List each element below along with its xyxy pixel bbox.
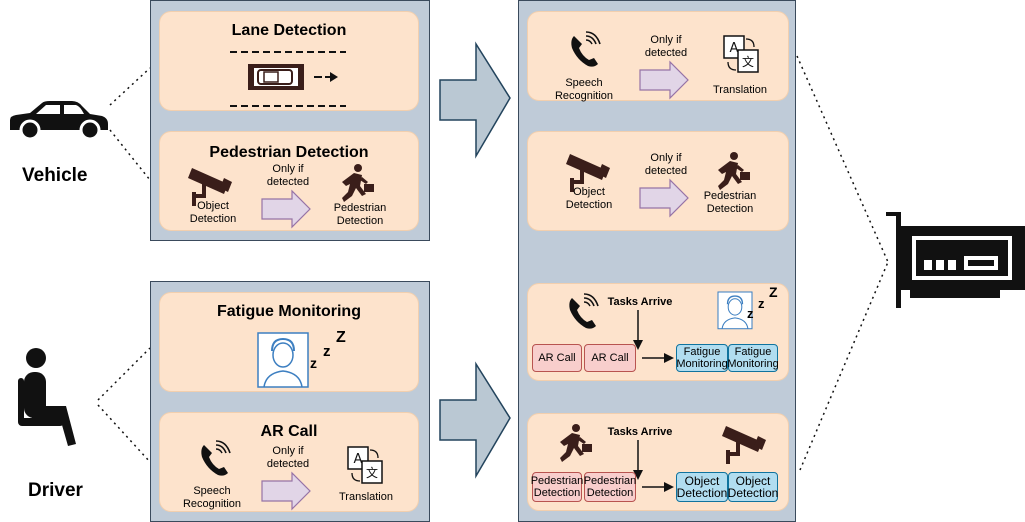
arrival-arrow-icon — [633, 440, 643, 480]
zzz-small: z — [310, 355, 317, 371]
speech-translation-card: Speech Recognition Only if detected Tran… — [527, 11, 789, 102]
only-if-detected-label: Only if detected — [266, 445, 310, 470]
zzz-large: Z — [336, 329, 346, 346]
vehicle-label: Vehicle — [22, 165, 88, 186]
object-detection-label: Object Detection — [189, 200, 237, 225]
running-task-blue: Object Detection — [676, 472, 728, 502]
fatigue-monitoring-title: Fatigue Monitoring — [217, 303, 361, 320]
right-arrow-icon — [642, 482, 674, 492]
only-if-detected-label: Only if detected — [644, 34, 688, 59]
phone-ringing-icon — [200, 440, 231, 477]
translate-icon — [723, 35, 759, 73]
only-if-detected-label: Only if detected — [644, 152, 688, 177]
big-chevron-arrow-icon — [439, 361, 511, 479]
queued-task-red: AR Call — [532, 344, 582, 372]
road-car-icon — [230, 51, 346, 107]
driver-tasks-panel: Fatigue Monitoring z z Z AR Call Speech … — [150, 281, 430, 522]
only-if-detected-label: Only if detected — [266, 163, 310, 188]
purple-arrow-icon — [261, 190, 311, 228]
purple-arrow-icon — [639, 61, 689, 99]
driver-seated-icon — [18, 348, 76, 446]
big-chevron-arrow-icon — [439, 41, 511, 159]
running-pedestrian-icon — [560, 424, 592, 462]
purple-arrow-icon — [261, 472, 311, 510]
speech-recognition-label: Speech Recognition — [182, 485, 242, 510]
fatigue-queue-card: Tasks Arrive AR Call AR Call Fatigue Mon… — [527, 283, 789, 381]
running-task-blue: Fatigue Monitoring — [676, 344, 728, 372]
lane-detection-card: Lane Detection — [159, 11, 419, 111]
running-task-blue: Fatigue Monitoring — [727, 344, 779, 372]
face-portrait-icon — [257, 332, 309, 388]
translate-icon — [347, 446, 383, 484]
phone-ringing-icon — [568, 293, 599, 330]
queued-task-red: Pedestrian Detection — [584, 472, 636, 502]
translation-label: Translation — [712, 84, 767, 96]
lane-detection-title: Lane Detection — [231, 22, 347, 39]
queued-task-red: Pedestrian Detection — [531, 472, 583, 502]
pedestrian-detection-label: Pedestrian Detection — [703, 190, 757, 215]
fatigue-monitoring-card: Fatigue Monitoring z z Z — [159, 292, 419, 392]
speech-recognition-label: Speech Recognition — [554, 77, 614, 102]
driver-label: Driver — [28, 480, 83, 501]
gpu-schedule-panel: Speech Recognition Only if detected Tran… — [518, 0, 796, 522]
object-detection-label: Object Detection — [565, 186, 613, 211]
zzz-small: z — [747, 306, 754, 321]
ar-call-card: AR Call Speech Recognition Only if detec… — [159, 412, 419, 512]
arrival-arrow-icon — [633, 310, 643, 350]
queued-task-red: AR Call — [584, 344, 636, 372]
pedestrian-detection-label: Pedestrian Detection — [333, 202, 387, 227]
tasks-arrive-label: Tasks Arrive — [607, 296, 673, 308]
running-task-blue: Object Detection — [727, 472, 779, 502]
car-icon — [10, 101, 108, 141]
tasks-arrive-label: Tasks Arrive — [607, 426, 673, 438]
object-pedestrian-card: Object Detection Only if detected Pedest… — [527, 131, 789, 231]
pedestrian-detection-card: Pedestrian Detection Object Detection On… — [159, 131, 419, 231]
vehicle-tasks-panel: Lane Detection Pedestrian Detection Obje… — [150, 0, 430, 241]
phone-ringing-icon — [570, 31, 601, 68]
gpu-card-icon — [886, 212, 1025, 308]
purple-arrow-icon — [639, 179, 689, 217]
running-pedestrian-icon — [342, 164, 374, 202]
ar-call-title: AR Call — [260, 423, 318, 440]
zzz-mid: z — [323, 343, 331, 360]
object-queue-card: Tasks Arrive Pedestrian Detection Pedest… — [527, 413, 789, 511]
zzz-mid: z — [758, 296, 765, 311]
pedestrian-detection-title: Pedestrian Detection — [209, 144, 369, 161]
running-pedestrian-icon — [718, 152, 750, 190]
right-arrow-icon — [642, 353, 674, 363]
cctv-camera-icon — [722, 426, 766, 464]
translation-label: Translation — [338, 491, 393, 503]
zzz-large: Z — [769, 284, 778, 300]
